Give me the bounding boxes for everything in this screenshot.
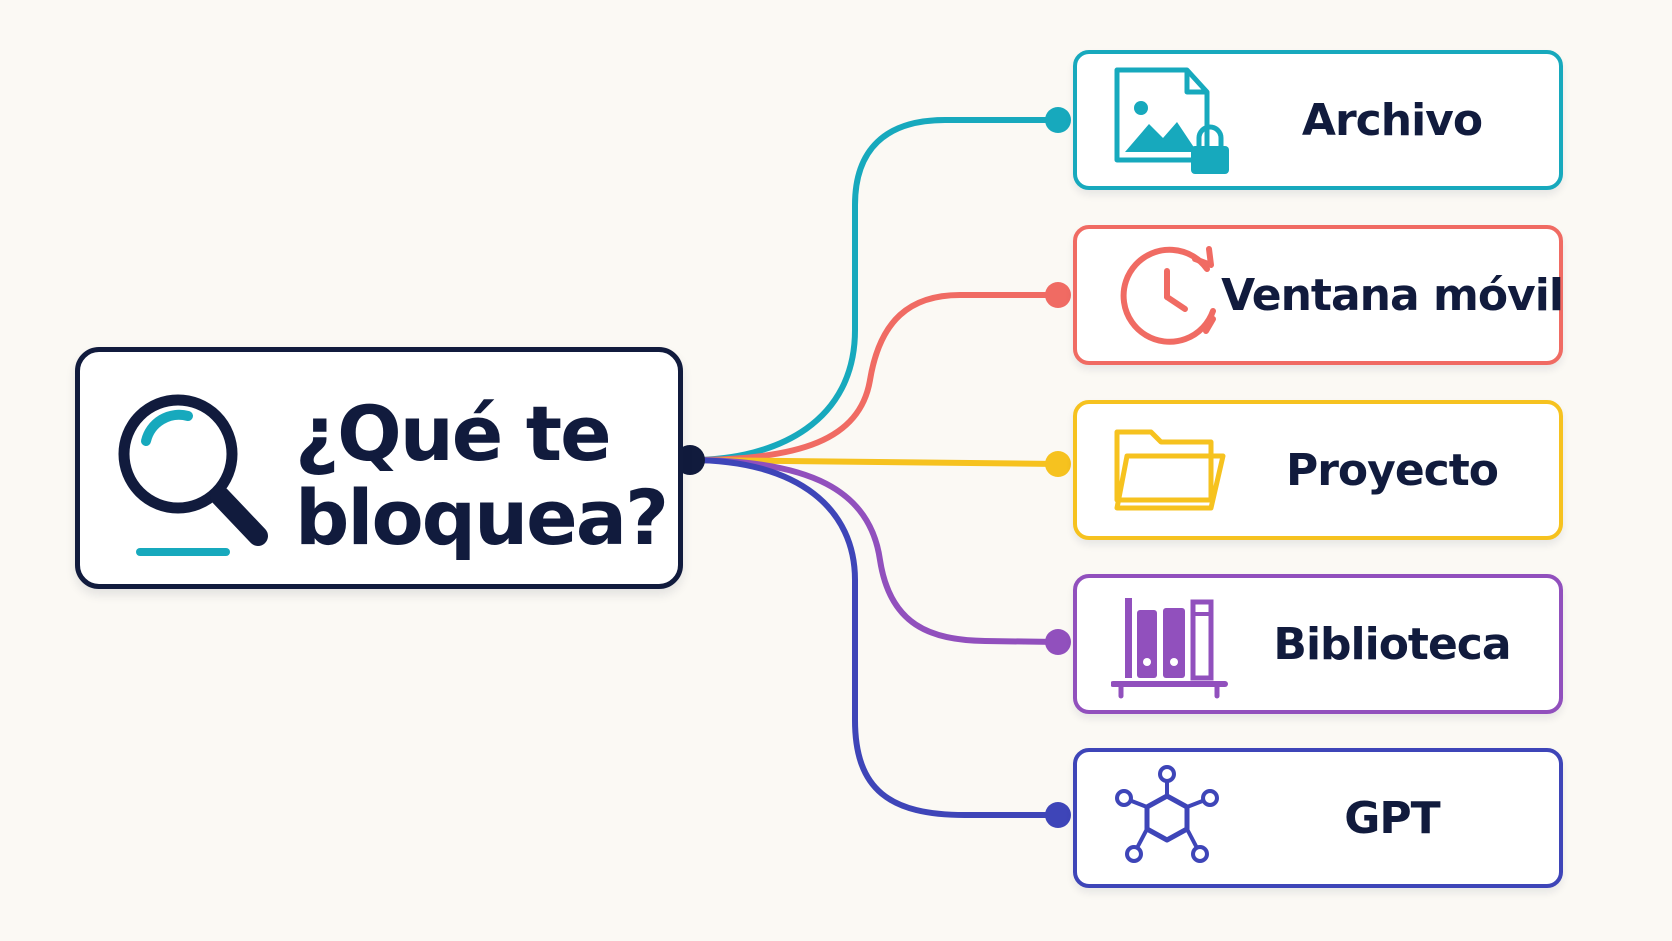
molecule-network-icon [1115,765,1219,863]
node-label-proyecto: Proyecto [1285,444,1499,496]
node-anchor-dot-biblioteca [1045,629,1071,655]
connector-ventana [687,292,1061,463]
connector-gpt [687,457,1061,818]
node-anchor-dot-archivo [1045,107,1071,133]
node-biblioteca[interactable]: Biblioteca [1073,574,1563,714]
connector-archivo [687,117,1061,463]
node-anchor-dot-gpt [1045,802,1071,828]
search-icon [118,394,268,556]
clock-refresh-icon [1120,246,1216,345]
bookshelf-icon [1111,598,1228,699]
root-title: ¿Qué te bloquea? [295,389,669,562]
connector-biblioteca [687,457,1061,645]
node-anchor-dot-ventana [1045,282,1071,308]
node-gpt[interactable]: GPT [1073,748,1563,888]
image-file-lock-icon [1114,67,1229,174]
node-label-archivo: Archivo [1301,94,1483,146]
node-archivo[interactable]: Archivo [1073,50,1563,190]
node-proyecto[interactable]: Proyecto [1073,400,1563,540]
node-anchor-dot-proyecto [1045,451,1071,477]
folder-icon [1114,429,1226,511]
node-label-biblioteca: Biblioteca [1273,618,1511,670]
root-question-box: ¿Qué te bloquea? [75,347,683,589]
node-ventana-movil[interactable]: Ventana móvil [1073,225,1564,365]
node-label-ventana-movil: Ventana móvil [1221,269,1564,321]
node-label-gpt: GPT [1344,792,1440,844]
